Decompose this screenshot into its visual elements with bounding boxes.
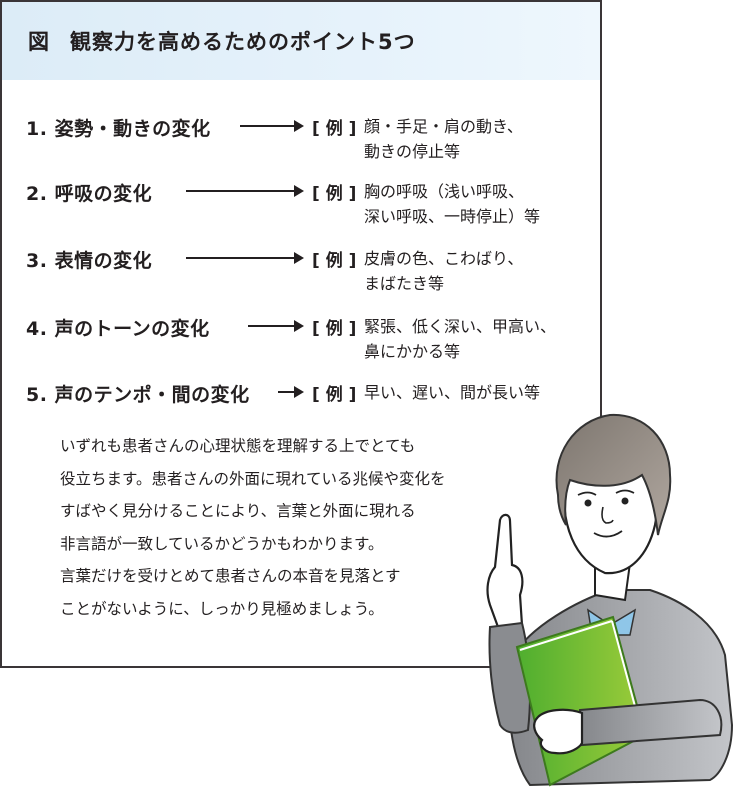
figure-label: 図: [28, 30, 50, 54]
point-row-4: 4. 声のトーンの変化 [ 例 ] 緊張、低く深い、甲高い、 鼻にかかる等: [26, 314, 586, 374]
point-row-1: 1. 姿勢・動きの変化 [ 例 ] 顔・手足・肩の動き、 動きの停止等: [26, 114, 586, 174]
example-text: 緊張、低く深い、甲高い、 鼻にかかる等: [364, 317, 557, 361]
example-text: 皮膚の色、こわばり、 まばたき等: [364, 249, 524, 293]
point-row-3: 3. 表情の変化 [ 例 ] 皮膚の色、こわばり、 まばたき等: [26, 246, 586, 306]
point-label: 3. 表情の変化: [26, 250, 153, 272]
example-text: 早い、遅い、間が長い等: [364, 383, 541, 402]
example-tag: [ 例 ]: [312, 184, 357, 204]
face: [563, 473, 659, 575]
pointing-hand: [486, 513, 524, 629]
arrow-icon: [248, 320, 304, 332]
figure-header: 図観察力を高めるためのポイント5つ: [2, 2, 600, 80]
point-row-5: 5. 声のテンポ・間の変化 [ 例 ] 早い、遅い、間が長い等: [26, 380, 586, 440]
point-label: 5. 声のテンポ・間の変化: [26, 384, 250, 406]
example-tag: [ 例 ]: [312, 319, 357, 339]
arrow-icon: [278, 386, 304, 398]
example-tag: [ 例 ]: [312, 119, 357, 139]
figure-title-text: 観察力を高めるためのポイント5つ: [70, 30, 416, 54]
example-text: 胸の呼吸（浅い呼吸、 深い呼吸、一時停止）等: [364, 182, 541, 226]
arrow-icon: [240, 120, 304, 132]
nurse-illustration: [486, 413, 734, 787]
example-tag: [ 例 ]: [312, 385, 357, 405]
arrow-icon: [186, 185, 304, 197]
point-label: 2. 呼吸の変化: [26, 183, 153, 205]
point-label: 4. 声のトーンの変化: [26, 318, 210, 340]
point-row-2: 2. 呼吸の変化 [ 例 ] 胸の呼吸（浅い呼吸、 深い呼吸、一時停止）等: [26, 179, 586, 239]
hair: [555, 413, 672, 536]
explanation-text: いずれも患者さんの心理状態を理解する上でとても 役立ちます。患者さんの外面に現れ…: [60, 437, 446, 618]
arrow-icon: [186, 252, 304, 264]
figure-panel: 図観察力を高めるためのポイント5つ 1. 姿勢・動きの変化 [ 例 ] 顔・手足…: [0, 0, 602, 668]
figure-title: 図観察力を高めるためのポイント5つ: [28, 26, 416, 56]
example-text: 顔・手足・肩の動き、 動きの停止等: [364, 117, 523, 161]
example-tag: [ 例 ]: [312, 251, 357, 271]
point-label: 1. 姿勢・動きの変化: [26, 118, 211, 140]
